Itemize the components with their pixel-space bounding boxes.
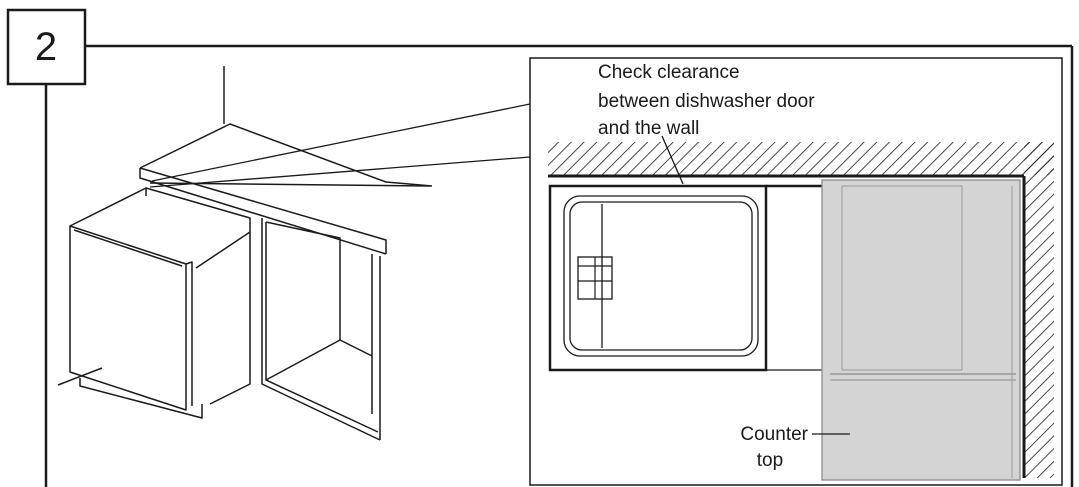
step-number: 2	[35, 25, 57, 69]
clearance-callout: Check clearance between dishwasher door …	[598, 62, 815, 139]
isometric-dishwasher-illustration	[57, 66, 433, 441]
zoom-guide-lines	[149, 103, 531, 188]
clearance-callout-line-3: and the wall	[598, 118, 699, 139]
outer-frame	[44, 44, 1074, 487]
countertop-label-line-1: Counter	[740, 424, 808, 445]
countertop-label-line-2: top	[757, 450, 783, 471]
clearance-callout-line-1: Check clearance	[598, 62, 740, 83]
countertop-panel	[821, 179, 1021, 481]
wall-hatching-right	[1024, 142, 1054, 478]
side-cabinet	[766, 184, 822, 371]
countertop-label: Counter top	[740, 424, 808, 471]
clearance-callout-line-2: between dishwasher door	[598, 91, 815, 112]
detail-panel	[529, 57, 1063, 486]
dishwasher-top-view	[548, 184, 768, 372]
clearance-leader-line	[661, 135, 684, 185]
step-number-box: 2	[6, 8, 87, 86]
wall-hatching-top	[548, 142, 1054, 175]
